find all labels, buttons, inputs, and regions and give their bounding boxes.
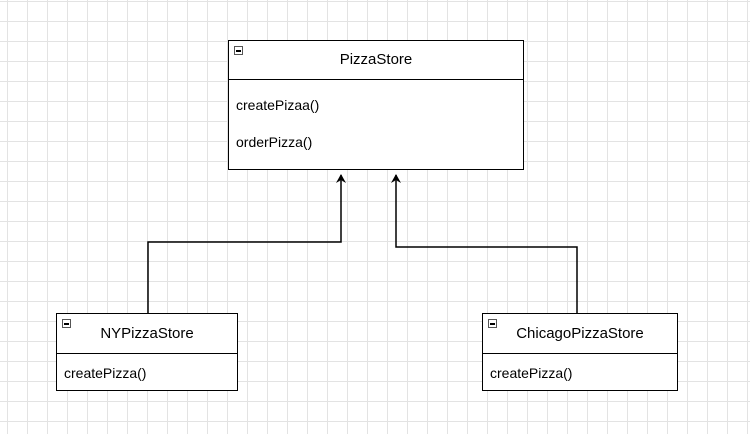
class-pizzastore[interactable]: PizzaStore createPizaa() orderPizza() [228, 40, 524, 170]
method-create-pizza[interactable]: createPizza() [490, 365, 573, 381]
method-order-pizza[interactable]: orderPizza() [236, 134, 313, 150]
class-name: NYPizzaStore [100, 325, 194, 342]
edge-chicago-to-pizzastore[interactable] [391, 174, 578, 313]
class-chicagopizzastore[interactable]: ChicagoPizzaStore createPizza() [482, 313, 678, 391]
class-header[interactable]: PizzaStore [229, 41, 523, 80]
collapse-icon[interactable] [234, 46, 243, 55]
class-header[interactable]: ChicagoPizzaStore [483, 314, 677, 354]
collapse-icon[interactable] [62, 319, 71, 328]
edge-ny-to-pizzastore[interactable] [147, 174, 346, 313]
class-name: ChicagoPizzaStore [516, 325, 644, 342]
collapse-icon[interactable] [488, 319, 497, 328]
class-nypizzastore[interactable]: NYPizzaStore createPizza() [56, 313, 238, 391]
method-create-pizza[interactable]: createPizza() [64, 365, 147, 381]
class-name: PizzaStore [339, 51, 413, 68]
class-header[interactable]: NYPizzaStore [57, 314, 237, 354]
method-create-pizaa[interactable]: createPizaa() [236, 97, 320, 113]
